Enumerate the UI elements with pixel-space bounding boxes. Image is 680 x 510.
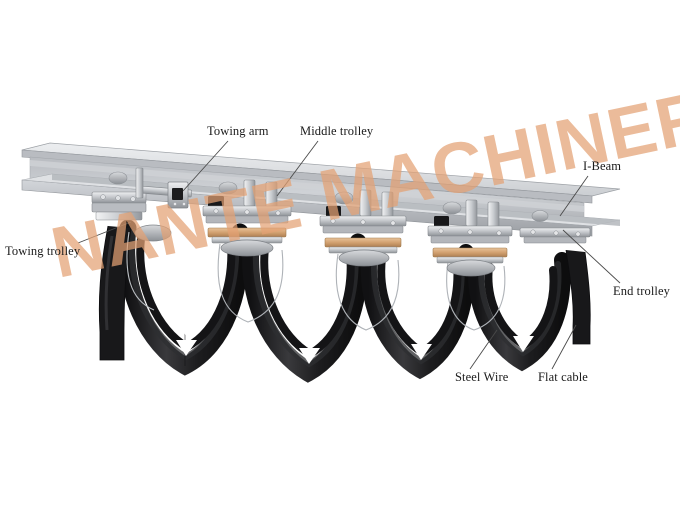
leader-steel-wire [469, 329, 498, 370]
leader-middle-trolley [276, 140, 319, 197]
steel-wire [126, 231, 506, 331]
label-steel-wire: Steel Wire [455, 370, 509, 384]
flat-cable-festoon [98, 219, 591, 383]
label-end-trolley: End trolley [613, 284, 670, 298]
leader-towing-arm [182, 140, 229, 192]
middle-trolley-1-assembly [202, 179, 292, 257]
towing-trolley-assembly [91, 167, 193, 242]
leader-end-trolley [562, 229, 621, 284]
middle-trolley-2-assembly [319, 189, 407, 267]
leader-flat-cable [551, 324, 577, 370]
end-trolley-assembly [519, 210, 591, 244]
label-towing-arm: Towing arm [207, 124, 269, 138]
label-i-beam: I-Beam [583, 159, 622, 173]
middle-trolley-3-assembly [427, 199, 513, 277]
label-flat-cable: Flat cable [538, 370, 588, 384]
leader-towing-trolley [77, 221, 132, 244]
label-towing-trolley: Towing trolley [5, 244, 81, 258]
leader-i-beam [559, 175, 589, 217]
label-middle-trolley: Middle trolley [300, 124, 374, 138]
callout-leader-lines [77, 140, 621, 370]
towing-arm [135, 167, 193, 209]
